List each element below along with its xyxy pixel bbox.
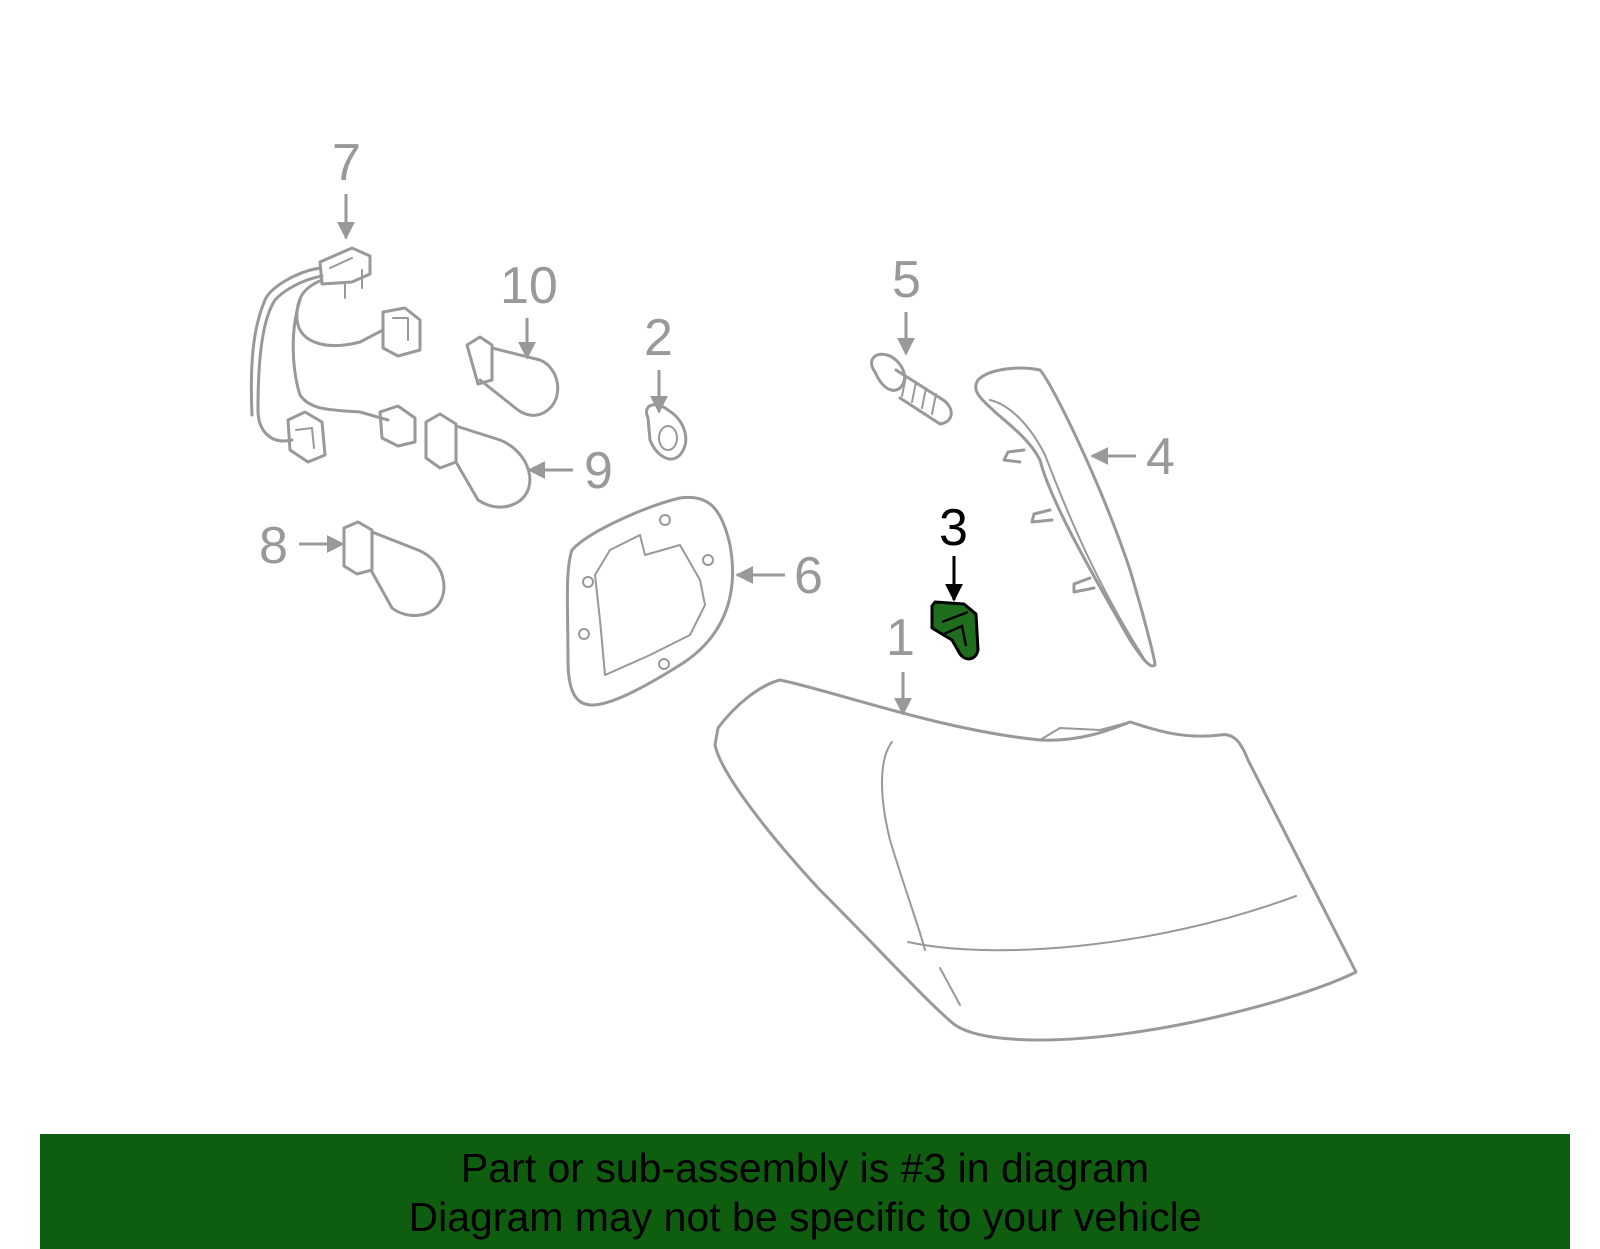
part-9-bulb — [424, 412, 532, 509]
part-7-wiring-harness — [249, 246, 422, 464]
callout-1: 1 — [886, 609, 915, 667]
part-3-clip-highlighted — [930, 600, 980, 661]
part-6-gasket — [565, 495, 735, 707]
callout-7: 7 — [332, 134, 361, 192]
callout-10: 10 — [500, 257, 558, 315]
callout-5: 5 — [892, 251, 921, 309]
info-banner: Part or sub-assembly is #3 in diagram Di… — [40, 1134, 1570, 1249]
callout-9: 9 — [584, 442, 613, 500]
part-4-garnish — [974, 366, 1157, 668]
callout-4: 4 — [1146, 428, 1175, 486]
part-2-nut — [645, 403, 688, 461]
banner-line-disclaimer: Diagram may not be specific to your vehi… — [408, 1194, 1202, 1240]
callout-8: 8 — [259, 517, 288, 575]
part-10-bulb — [465, 335, 560, 417]
part-1-tail-lamp — [713, 678, 1358, 1042]
leader-lines — [299, 194, 1136, 716]
part-5-screw — [870, 352, 953, 426]
callout-2: 2 — [644, 309, 673, 367]
part-8-bulb — [342, 520, 446, 617]
callout-3: 3 — [939, 499, 968, 557]
callout-6: 6 — [794, 547, 823, 605]
banner-line-part: Part or sub-assembly is #3 in diagram — [460, 1145, 1150, 1191]
